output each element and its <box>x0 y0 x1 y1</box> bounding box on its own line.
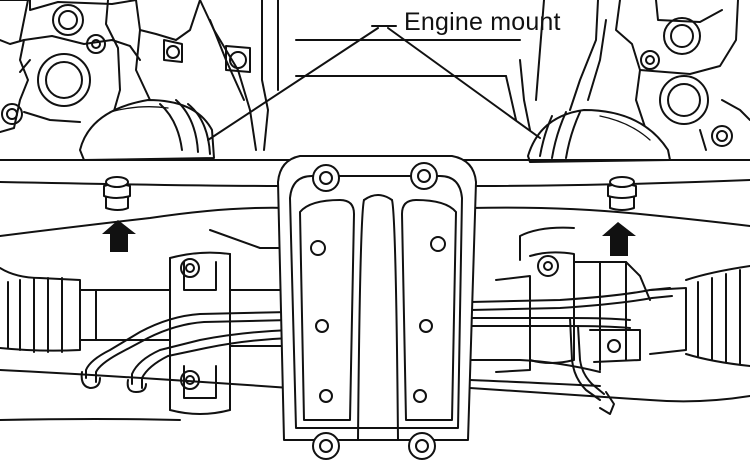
callout-leader-lines <box>207 25 541 141</box>
steering-rack <box>0 229 750 421</box>
engine-block-left <box>0 0 141 133</box>
steering-gear-right <box>495 226 750 373</box>
engine-mount-left <box>79 99 215 161</box>
timing-cover-left <box>135 0 279 151</box>
engine-mount-right <box>527 109 671 163</box>
arrow-up-left <box>102 220 136 252</box>
engine-mount-callout: Engine mount <box>404 8 561 36</box>
arrow-up-right <box>602 222 636 256</box>
bolt-left <box>103 176 131 211</box>
bolt-right <box>607 176 637 211</box>
center-bracket <box>277 155 477 460</box>
timing-cover-right <box>295 0 607 131</box>
